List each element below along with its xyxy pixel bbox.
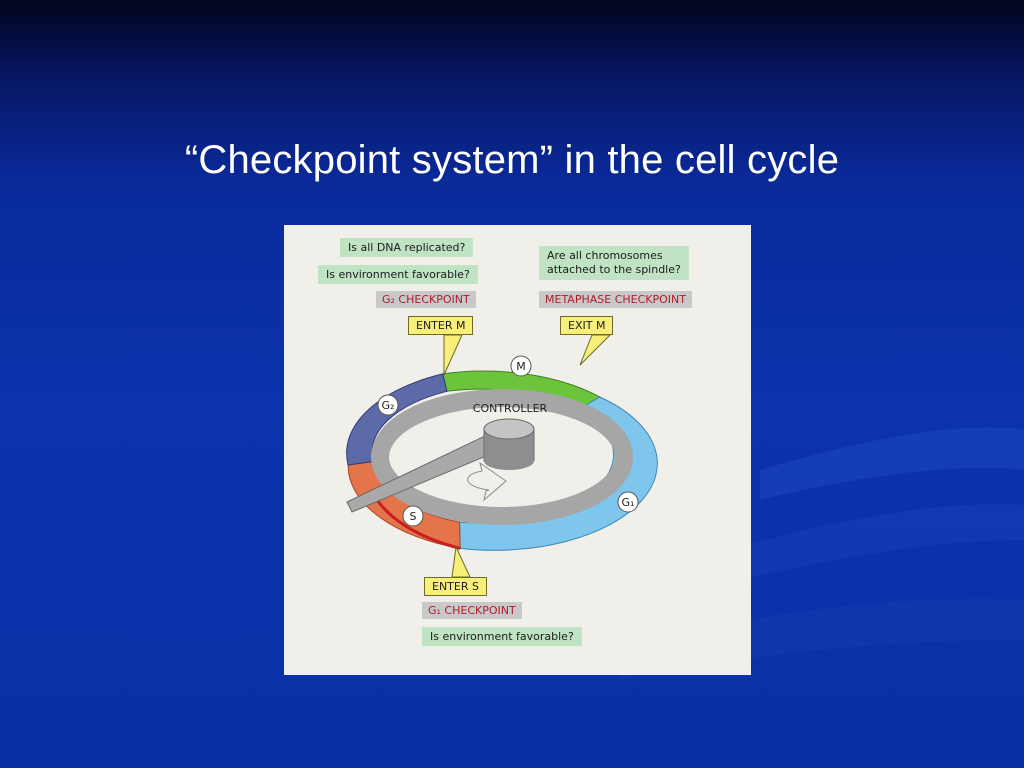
phase-label-s: S — [410, 510, 417, 523]
phase-label-g2: G₂ — [382, 399, 395, 412]
g1-phase-segment — [458, 396, 658, 551]
controller-knob — [483, 418, 535, 440]
g2-question-environment: Is environment favorable? — [318, 265, 478, 284]
metaphase-question: Are all chromosomes attached to the spin… — [539, 246, 689, 280]
metaphase-question-line1: Are all chromosomes — [547, 249, 663, 262]
slide-title: “Checkpoint system” in the cell cycle — [184, 138, 840, 182]
cell-cycle-ring-graphic: M G₂ G₁ S CONTROLLER — [346, 334, 658, 578]
controller-arrow — [467, 461, 507, 502]
g2-phase-segment — [346, 373, 448, 466]
enter-m-label: ENTER M — [408, 316, 474, 335]
metaphase-question-line2: attached to the spindle? — [547, 263, 681, 276]
g2-checkpoint-label: G₂ CHECKPOINT — [376, 291, 476, 308]
g1-checkpoint-label: G₁ CHECKPOINT — [422, 602, 522, 619]
phase-label-g1: G₁ — [622, 496, 635, 509]
g2-question-dna-replicated: Is all DNA replicated? — [340, 238, 474, 257]
enter-s-label: ENTER S — [424, 577, 487, 596]
exit-m-label: EXIT M — [560, 316, 614, 335]
phase-label-m: M — [516, 360, 526, 373]
g1-question-environment: Is environment favorable? — [422, 627, 582, 646]
controller-label: CONTROLLER — [473, 402, 548, 415]
cell-cycle-diagram: M G₂ G₁ S CONTROLLER Is all DNA replicat… — [284, 225, 751, 675]
controller-ring — [371, 389, 633, 525]
metaphase-checkpoint-label: METAPHASE CHECKPOINT — [539, 291, 692, 308]
